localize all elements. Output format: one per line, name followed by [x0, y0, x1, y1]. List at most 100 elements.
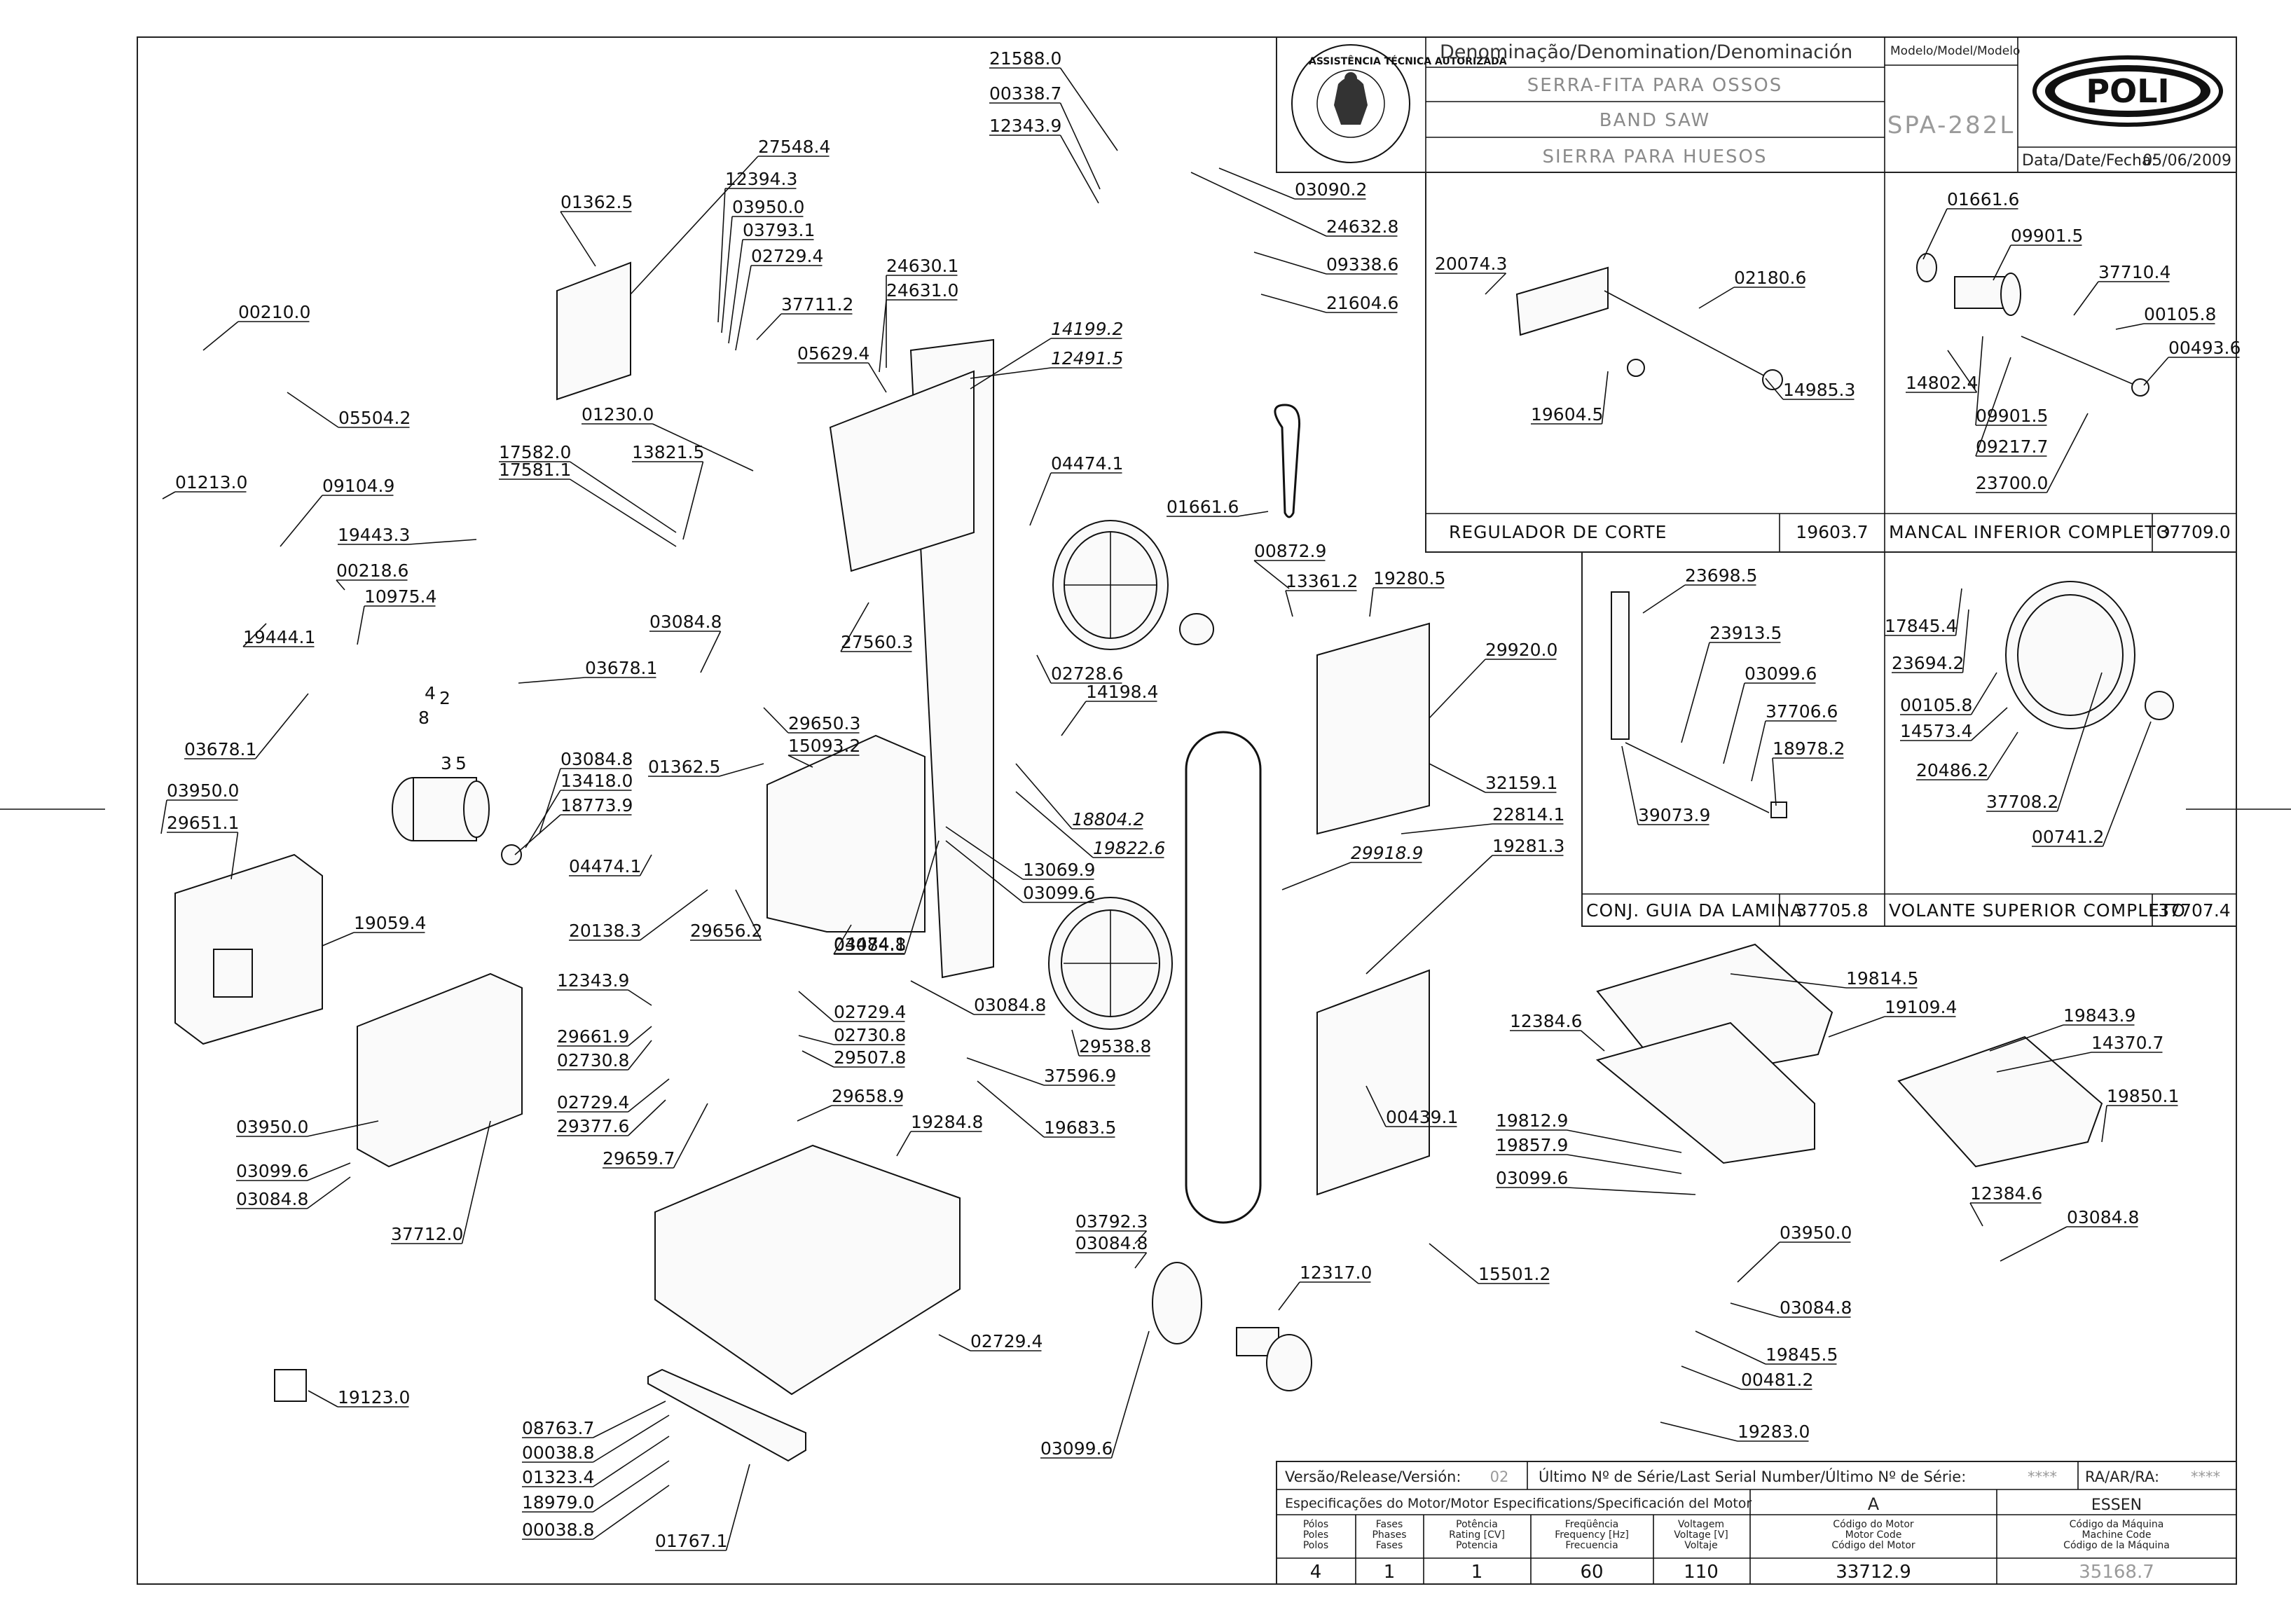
leader-line [280, 495, 323, 547]
part-callout: 17845.4 [1885, 588, 1962, 636]
leader-line [673, 1103, 708, 1169]
phases-value: 1 [1384, 1562, 1396, 1583]
part-callout: 00439.1 [1365, 1085, 1458, 1127]
part-callout: 19123.0 [308, 1387, 410, 1408]
leader-line [514, 814, 561, 855]
leader-line [593, 1415, 670, 1463]
motor-code-value: 33712.9 [1836, 1562, 1911, 1583]
leader-line [1772, 757, 1777, 806]
part-callout: 23698.5 [1642, 565, 1757, 614]
leader-line [1278, 1281, 1300, 1311]
leader-line [1723, 682, 1745, 764]
part-callout: 12394.3 [717, 169, 797, 323]
wire-digits: 4 2 8 3 5 [418, 683, 467, 773]
leader-line [408, 539, 477, 545]
part-callout: 37596.9 [966, 1057, 1116, 1086]
part-callout: 00105.8 [2115, 304, 2216, 330]
leader-line [627, 1099, 666, 1136]
power-value: 1 [1471, 1562, 1483, 1583]
part-number-label: 17582.0 [499, 442, 571, 462]
leader-line [1970, 707, 2008, 741]
part-number-label: 20074.3 [1435, 254, 1507, 274]
part-number-label: 09104.9 [322, 476, 394, 496]
part-number-label: 19604.5 [1531, 404, 1603, 425]
part-callout: 08763.7 [522, 1401, 666, 1438]
leader-line [1365, 855, 1493, 975]
leader-line [162, 491, 176, 500]
leader-line [1962, 609, 1969, 673]
part-callout: 23700.0 [1976, 413, 2089, 493]
part-callouts: 21588.000338.712343.927548.401362.512394… [160, 48, 2241, 1551]
part-number-label: 01323.4 [522, 1467, 594, 1487]
leader-line [798, 991, 834, 1022]
part-callout: 19284.8 [896, 1112, 983, 1157]
part-callout: 32159.1 [1429, 763, 1557, 793]
part-callout: 14370.7 [1996, 1033, 2163, 1073]
part-number-label: 01213.0 [175, 472, 247, 493]
part-callout: 27560.3 [840, 602, 913, 652]
leader-line [735, 889, 762, 941]
part-number-label: 22814.1 [1492, 804, 1564, 825]
part-callout: 12317.0 [1278, 1262, 1372, 1311]
part-callout: 00105.8 [1900, 672, 1997, 715]
part-number-label: 20486.2 [1916, 760, 1988, 780]
part-callout: 03099.6 [236, 1161, 351, 1181]
part-number-label: 03950.0 [732, 197, 804, 217]
leader-line [307, 1120, 379, 1137]
leader-line [1567, 1154, 1682, 1174]
part-number-label: 02730.8 [557, 1050, 629, 1071]
poli-logo: POLI [2032, 55, 2223, 127]
leader-line [1110, 1330, 1150, 1459]
part-callout: 37710.4 [2073, 262, 2170, 316]
leader-line [1429, 1243, 1479, 1284]
part-number-label: 27548.4 [758, 137, 830, 157]
part-number-label: 37596.9 [1044, 1066, 1116, 1086]
machine-name: ESSEN [2091, 1496, 2142, 1514]
part-number-label: 01230.0 [582, 404, 654, 425]
leader-line [1765, 378, 1784, 400]
leader-line [1993, 245, 2011, 281]
part-number-label: 29661.9 [557, 1026, 629, 1047]
part-callout: 00038.8 [522, 1485, 670, 1540]
leader-line [682, 461, 704, 540]
leader-line [1580, 1030, 1605, 1052]
part-callout: 18979.0 [522, 1460, 670, 1513]
part-number-label: 00218.6 [336, 560, 408, 581]
leader-line [1281, 862, 1351, 890]
part-callout: 03099.6 [1040, 1330, 1150, 1459]
part-number-label: 12394.3 [725, 169, 797, 189]
brand-name: POLI [2086, 72, 2169, 110]
part-number-label: 00481.2 [1741, 1370, 1813, 1390]
part-number-label: 19059.4 [354, 913, 426, 933]
machine-code-value: 35168.7 [2079, 1562, 2154, 1583]
part-callout: 20486.2 [1916, 731, 2018, 780]
part-number-label: 02180.6 [1734, 268, 1806, 288]
part-number-label: 19284.8 [911, 1112, 983, 1132]
part-callout: 15501.2 [1429, 1243, 1550, 1284]
leader-line [1601, 371, 1609, 425]
product-name-en: BAND SAW [1599, 110, 1710, 131]
part-callout: 19280.5 [1369, 568, 1445, 617]
part-number-label: 03084.8 [649, 612, 722, 632]
part-number-label: 12343.9 [989, 116, 1061, 136]
part-callout: 03084.8 [833, 924, 906, 955]
part-callout: 12491.5 [970, 348, 1123, 379]
part-number-label: 03099.6 [1040, 1438, 1113, 1459]
part-number-label: 03793.1 [743, 220, 815, 240]
part-callout: 03678.1 [184, 693, 309, 759]
part-number-label: 39073.9 [1638, 805, 1710, 825]
part-callout: 37706.6 [1751, 701, 1838, 782]
leader-line [1996, 1052, 2092, 1073]
leader-line [639, 854, 652, 876]
part-number-label: 03084.8 [560, 749, 633, 769]
leader-line [756, 313, 782, 340]
part-number-label: 13821.5 [632, 442, 704, 462]
denomination-header: Denominação/Denomination/Denominación [1440, 41, 1852, 63]
leader-line [628, 989, 652, 1006]
part-number-label: 29651.1 [167, 813, 239, 833]
upper-wheel [1052, 520, 1214, 650]
part-callout: 09104.9 [280, 476, 394, 547]
motor [392, 777, 522, 865]
part-callout: 29507.8 [801, 1047, 906, 1068]
